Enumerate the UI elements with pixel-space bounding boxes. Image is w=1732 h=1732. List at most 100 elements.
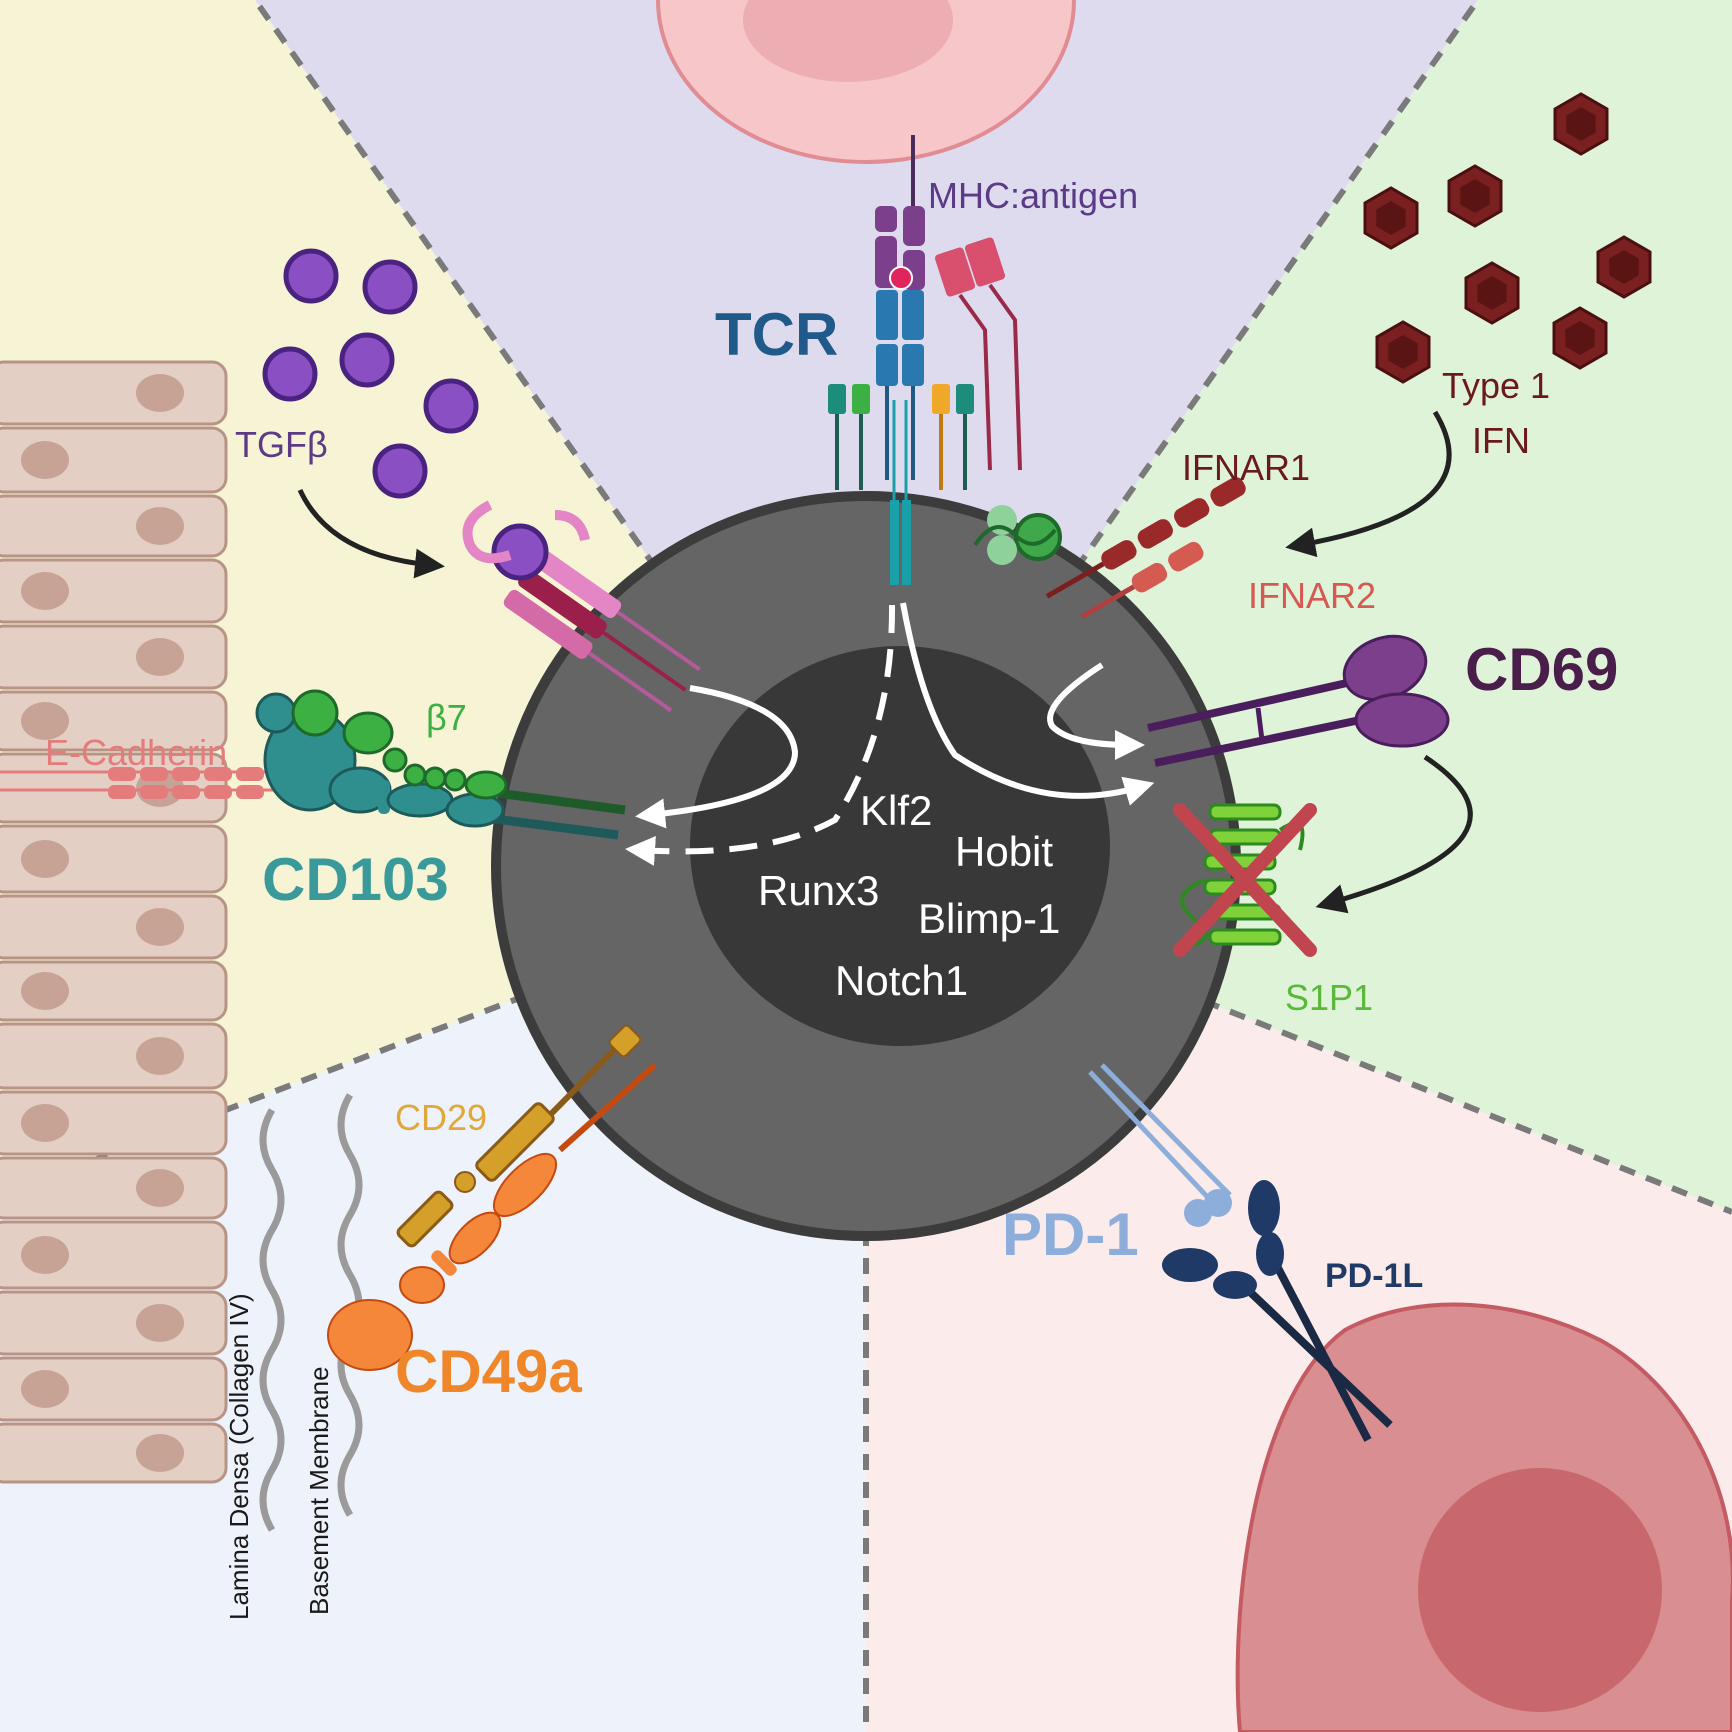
tf-klf2: Klf2 <box>860 787 932 834</box>
cd3-zeta <box>890 500 899 585</box>
epithelial-cell <box>0 494 228 558</box>
tgfb-receptor <box>462 500 701 713</box>
transcription-factors: Klf2 Hobit Runx3 Blimp-1 Notch1 <box>758 787 1060 1004</box>
tcr-chain <box>902 344 924 386</box>
label-cd29: CD29 <box>395 1097 487 1138</box>
cd29-domain <box>396 1190 454 1248</box>
cd69-receptor <box>1147 634 1450 767</box>
ifn-molecule <box>1553 92 1609 156</box>
mhc-domain <box>875 206 897 232</box>
cd69-arrow <box>1315 754 1473 914</box>
epithelial-cell <box>0 960 228 1022</box>
cd3-zeta <box>902 500 911 585</box>
label-type1-ifn-line2: IFN <box>1472 420 1530 461</box>
tgfb-molecule <box>339 332 395 388</box>
label-pd1: PD-1 <box>1002 1201 1139 1268</box>
ifn-arrow <box>1285 410 1452 558</box>
label-cd103: CD103 <box>262 846 449 913</box>
epithelial-cell <box>0 690 228 752</box>
signaling-arrows <box>625 602 1155 866</box>
ecadherin-domain <box>204 785 232 799</box>
label-tgfb: TGFβ <box>235 424 328 465</box>
antigen-peptide <box>889 266 913 290</box>
label-lamina-densa: Lamina Densa (Collagen IV) <box>224 1293 254 1620</box>
cd29-domain <box>475 1102 555 1182</box>
label-type1-ifn-line1: Type 1 <box>1442 365 1550 406</box>
epithelial-cell <box>0 894 228 960</box>
coreceptor-head <box>964 237 1006 287</box>
label-tcr: TCR <box>715 301 838 368</box>
molecule-labels: MHC:antigen TCR TGFβ Type 1 IFN IFNAR1 I… <box>45 175 1618 1620</box>
tgfb-molecule <box>423 378 479 434</box>
label-pd1l: PD-1L <box>1325 1257 1423 1295</box>
s1p1-receptor <box>1173 803 1317 957</box>
sector-top <box>255 0 1478 866</box>
type1-ifn-molecules <box>1363 92 1652 384</box>
tf-blimp1: Blimp-1 <box>918 895 1060 942</box>
label-ifnar1: IFNAR1 <box>1182 447 1310 488</box>
lck-kinase <box>1014 513 1062 561</box>
ecadherin-domain <box>140 785 168 799</box>
cd3-subunit <box>956 384 974 414</box>
ecadherin-domain <box>140 767 168 781</box>
ifn-molecule <box>1375 320 1431 384</box>
epithelial-cell <box>0 824 228 894</box>
pd1l-head <box>1256 1232 1284 1276</box>
apc-cell-nucleus <box>743 0 953 82</box>
ifn-molecule <box>1447 164 1503 228</box>
label-basement-membrane: Basement Membrane <box>304 1366 334 1615</box>
tgfb-molecule <box>283 248 339 304</box>
cd103-ecadherin-complex <box>0 689 626 840</box>
epithelial-cell <box>0 1422 228 1484</box>
mhc-domain <box>903 206 925 246</box>
label-cd49a: CD49a <box>395 1338 582 1405</box>
label-cd69: CD69 <box>1465 636 1618 703</box>
cd3-subunit <box>828 384 846 414</box>
cd29-head <box>608 1024 642 1058</box>
tgfb-bound <box>491 523 549 581</box>
signal-arrow-tcr <box>900 602 1155 806</box>
pd1-pdl1-complex <box>1088 1063 1393 1442</box>
epithelial-cell <box>0 1356 228 1422</box>
label-ifnar2: IFNAR2 <box>1248 575 1376 616</box>
apc-cell-top <box>656 0 1076 164</box>
epithelium <box>0 360 228 1484</box>
epithelial-cell <box>0 1290 228 1356</box>
coreceptor-head <box>934 247 976 297</box>
cd29-cd49a-complex <box>327 1024 658 1371</box>
target-cell-bottom-right <box>1235 1302 1732 1732</box>
epithelial-cell <box>0 1090 228 1156</box>
cd69-head <box>1354 692 1450 748</box>
tgfb-molecules <box>262 248 479 499</box>
ecadherin-domains <box>108 767 264 799</box>
epithelial-cell <box>0 360 228 426</box>
label-b7: β7 <box>426 697 467 738</box>
epithelial-cell <box>0 558 228 624</box>
tcr-chain <box>876 290 898 340</box>
signal-arrow-tcr-dashed <box>625 604 896 866</box>
epithelial-cell <box>0 426 228 494</box>
tf-runx3: Runx3 <box>758 867 879 914</box>
target-cell-nucleus <box>1418 1468 1662 1712</box>
tgfb-molecule <box>362 259 418 315</box>
label-ecadherin: E-Cadherin <box>45 732 227 773</box>
epithelial-cell <box>0 1022 228 1090</box>
trm-cell <box>491 491 1241 1241</box>
ecadherin-domain <box>108 785 136 799</box>
ifn-molecule <box>1596 235 1652 299</box>
ifnar-receptor <box>1045 477 1246 619</box>
pd1l-head <box>1248 1180 1280 1236</box>
epithelial-cell <box>0 1156 228 1220</box>
tgfb-arrow <box>297 488 445 579</box>
ecadherin-domain <box>236 767 264 781</box>
s1p1-cross <box>1173 803 1317 957</box>
cd103-tail <box>487 813 619 840</box>
lck-kinase <box>987 535 1017 565</box>
ecadherin-domain <box>172 767 200 781</box>
pd1l-head <box>1213 1271 1257 1299</box>
tcr-chain <box>902 290 924 340</box>
cd103-tail <box>489 787 626 815</box>
tgfb-molecule <box>262 346 318 402</box>
lamina-densa-line <box>259 1108 285 1532</box>
